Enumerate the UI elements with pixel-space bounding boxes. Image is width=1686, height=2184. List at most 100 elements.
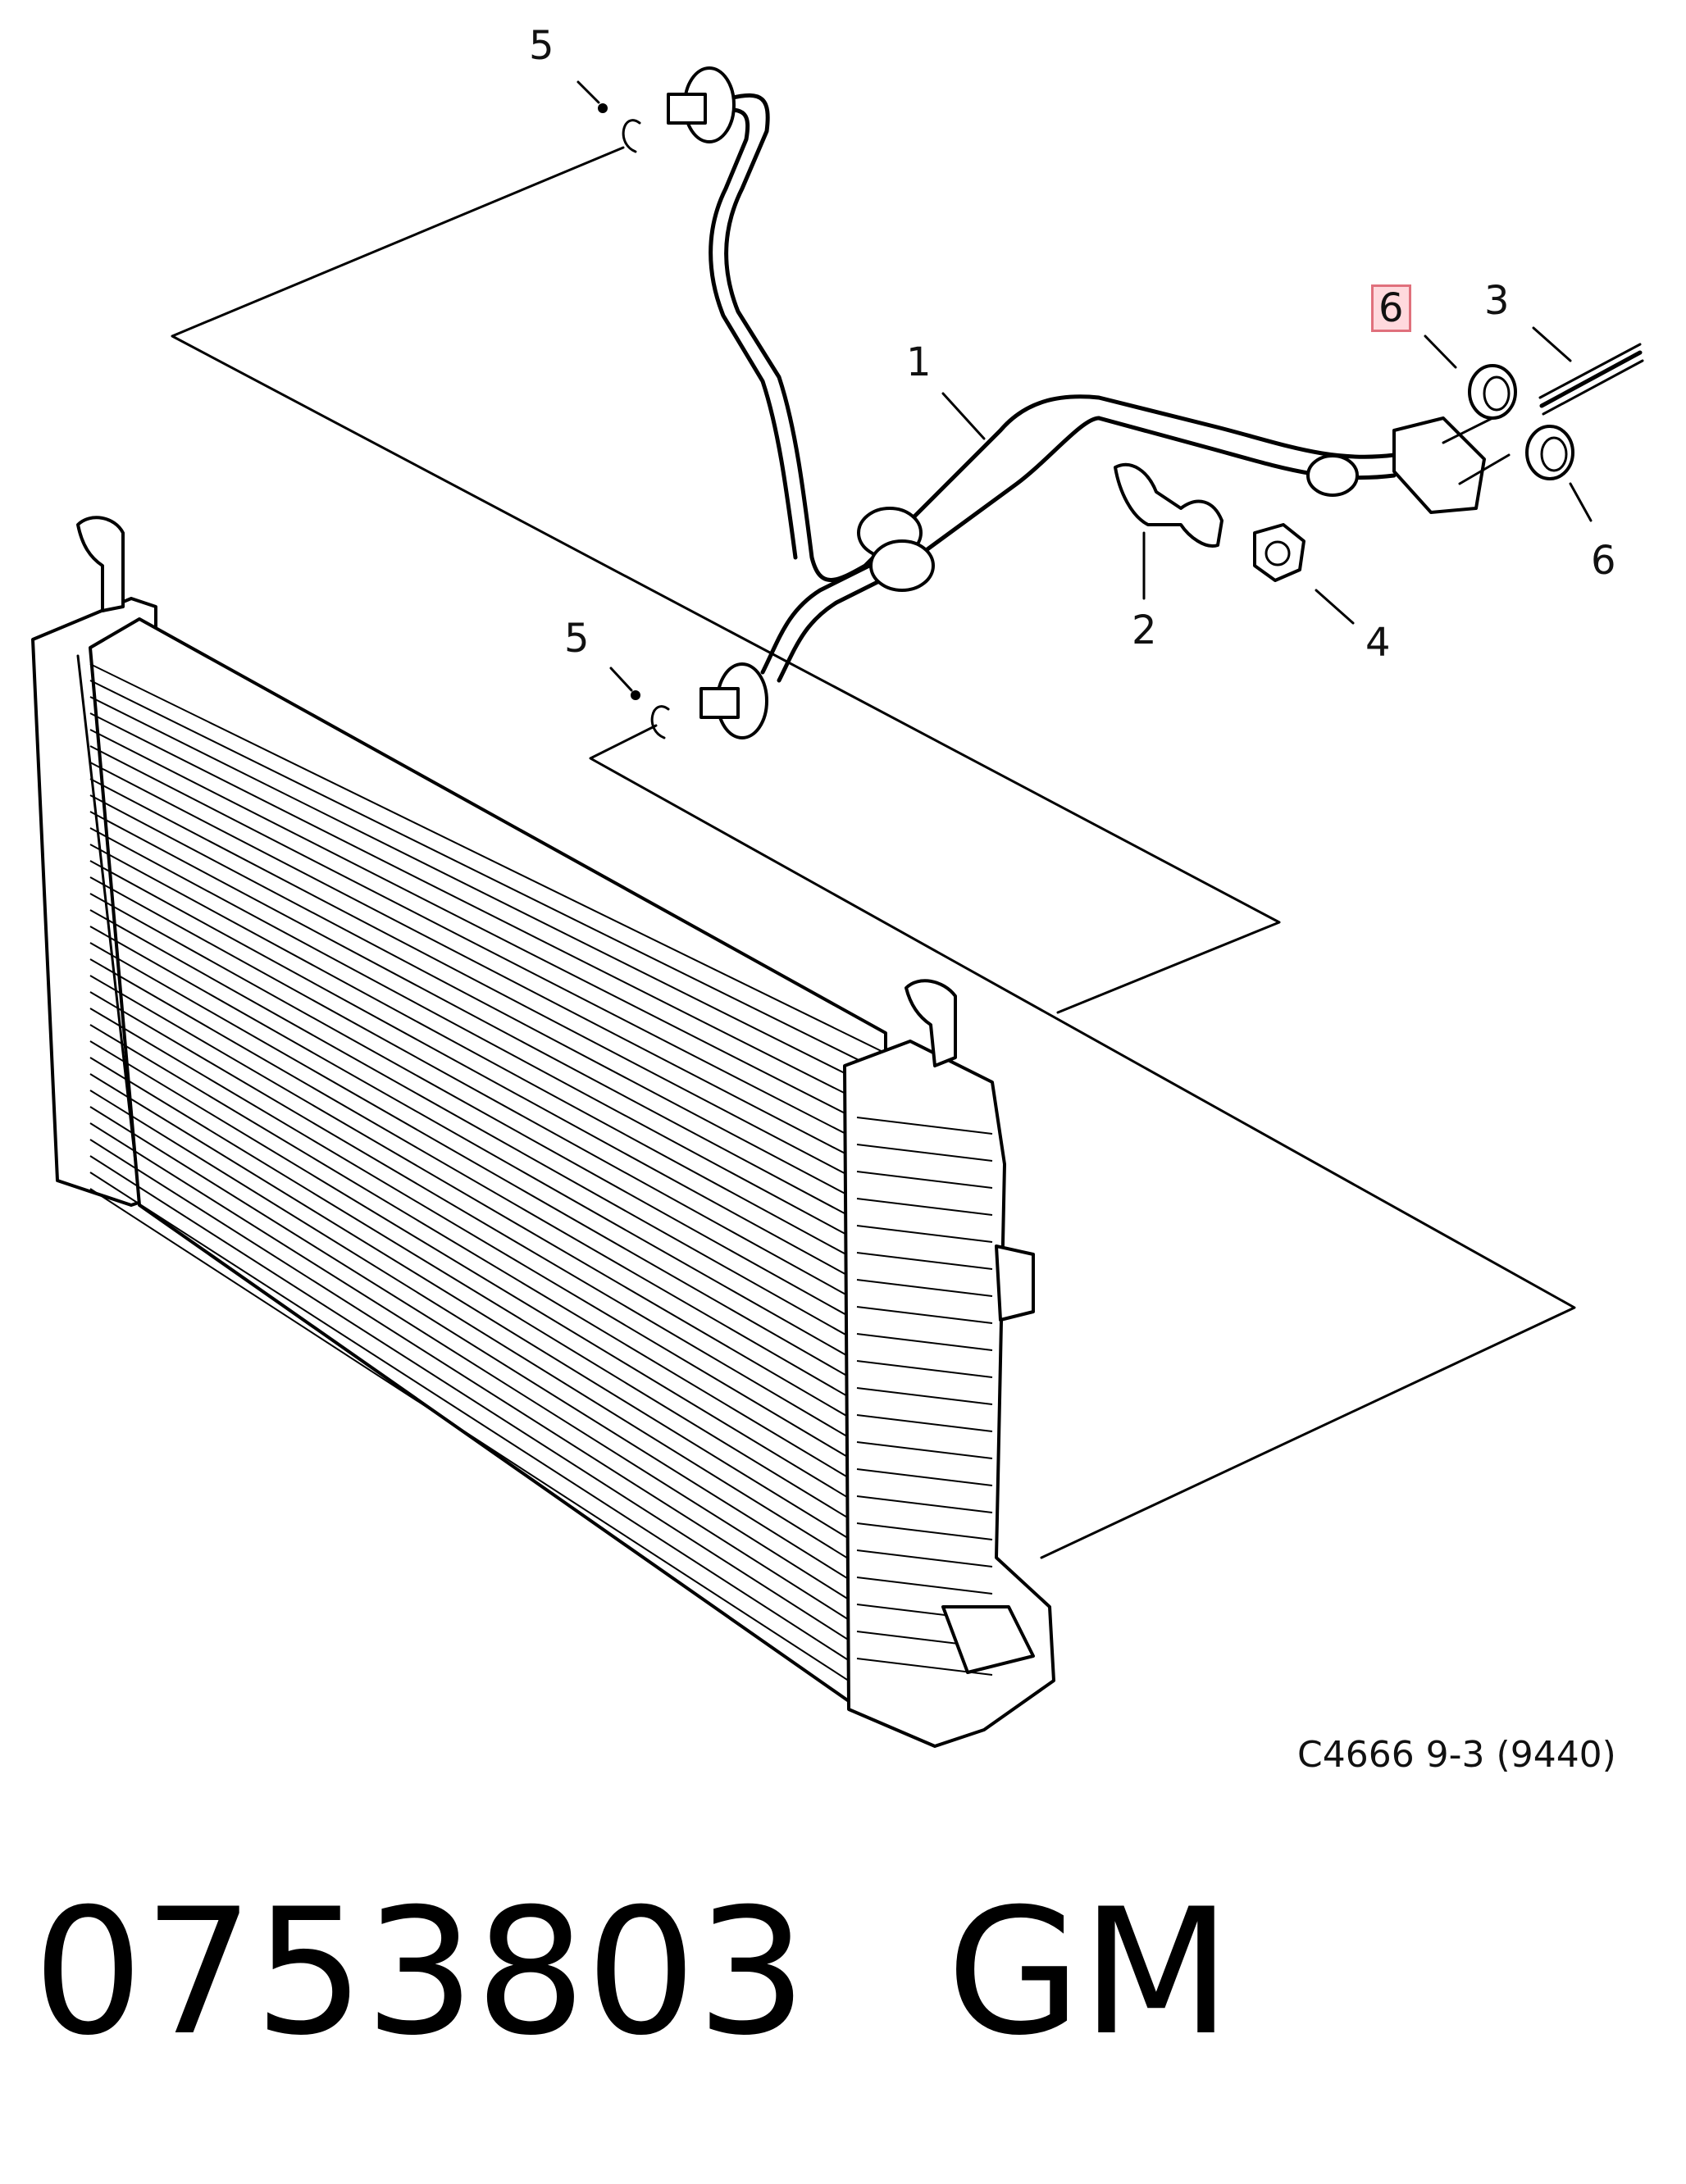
- callout-1: 1: [906, 339, 932, 385]
- tank-rib-line: [856, 1144, 993, 1162]
- nut-part-4: [1253, 523, 1306, 582]
- radiator-fin-line: [89, 876, 871, 1309]
- hose-upper-path-inner: [709, 107, 798, 560]
- tank-rib-line: [856, 1441, 993, 1459]
- stud-shaft: [1539, 350, 1643, 408]
- seal-upper-inner: [1483, 375, 1511, 412]
- callout-leaders: [576, 80, 1593, 692]
- stud-part-3: [1538, 343, 1644, 416]
- callout-6-highlighted: 6: [1371, 284, 1411, 332]
- radiator-core: [89, 617, 887, 1703]
- reference-lines: [171, 146, 1576, 1559]
- top-fitting: [598, 66, 736, 153]
- tank-rib-line: [856, 1468, 993, 1486]
- tank-rib-line: [856, 1252, 993, 1270]
- radiator-fin-line: [89, 1090, 857, 1565]
- radiator-fin-line: [89, 811, 876, 1231]
- tank-rib-line: [856, 1360, 993, 1378]
- right-filler-neck: [905, 979, 957, 1067]
- leader-5-mid: [609, 667, 633, 692]
- callout-4: 4: [1365, 620, 1391, 666]
- radiator-fin-line: [89, 696, 883, 1093]
- hose-upper-path-lower: [1096, 416, 1397, 480]
- bracket-part-2: [1114, 462, 1223, 548]
- radiator-fin-line: [89, 1008, 863, 1467]
- radiator-fin-line: [89, 1188, 850, 1682]
- flange-pin-top: [1442, 416, 1494, 444]
- left-filler-neck: [76, 516, 125, 612]
- radiator-fin-line: [89, 680, 884, 1073]
- right-tank-bracket: [995, 1244, 1035, 1322]
- radiator-fin-line: [89, 975, 865, 1427]
- hose-lower-path-inner: [760, 563, 872, 675]
- tank-rib-line: [856, 1306, 993, 1324]
- callout-5-mid: 5: [564, 616, 590, 662]
- flange-plate: [1392, 416, 1511, 514]
- leader-4: [1315, 589, 1355, 625]
- radiator-fin-line: [89, 745, 880, 1152]
- stud-thread-top: [1538, 343, 1642, 399]
- top-clip-dot: [598, 103, 608, 113]
- radiator-fin-line: [89, 844, 873, 1270]
- nut-hole: [1264, 540, 1291, 566]
- leader-6-right: [1569, 482, 1593, 522]
- diagram-reference-code: C4666 9-3 (9440): [1297, 1734, 1616, 1776]
- hose-coupling-lower: [869, 539, 935, 592]
- hose-lower-path: [777, 416, 1101, 683]
- radiator-fin-line: [89, 778, 877, 1191]
- radiator-fin-line: [89, 1139, 854, 1623]
- flange-pin-bottom: [1458, 453, 1511, 485]
- radiator-fin-line: [89, 1073, 859, 1545]
- mid-fitting-nipple: [699, 687, 740, 719]
- callout-6-right: 6: [1591, 538, 1616, 584]
- tank-rib-line: [856, 1117, 993, 1135]
- leader-1: [941, 392, 986, 440]
- ref-line-lower: [589, 724, 1576, 1559]
- mid-fitting: [631, 662, 768, 739]
- radiator-right-tank: [843, 1040, 1055, 1748]
- callout-3: 3: [1484, 278, 1510, 324]
- top-clip: [622, 119, 641, 153]
- radiator-fin-line: [89, 893, 870, 1329]
- brand-name: GM: [946, 1871, 1232, 2073]
- seal-ring-lower: [1525, 425, 1574, 480]
- radiator-fin-line: [89, 942, 867, 1388]
- callout-5-top: 5: [529, 23, 554, 69]
- drain-fitting: [941, 1605, 1035, 1674]
- tank-rib-line: [856, 1522, 993, 1540]
- callout-2: 2: [1132, 607, 1157, 653]
- radiator-fin-line: [89, 794, 877, 1211]
- nut-body: [1253, 523, 1306, 582]
- radiator-fin-line: [89, 1106, 856, 1585]
- radiator-fin-line: [89, 909, 869, 1349]
- radiator-fin-line: [89, 860, 873, 1290]
- radiator-fin-line: [89, 729, 881, 1132]
- tank-rib-line: [856, 1495, 993, 1513]
- mid-clip-dot: [631, 690, 640, 700]
- tank-rib-line: [856, 1387, 993, 1405]
- stud-thread-bottom: [1542, 359, 1644, 416]
- radiator-fin-line: [89, 926, 868, 1368]
- oil-cooler-hose: [709, 93, 1397, 683]
- top-fitting-nipple: [667, 93, 707, 125]
- seal-ring-upper: [1468, 364, 1517, 420]
- radiator-fin-line: [89, 827, 874, 1250]
- radiator-fins: [89, 663, 886, 1682]
- leader-5-top: [576, 80, 600, 104]
- tank-rib-line: [856, 1198, 993, 1216]
- tank-rib-line: [856, 1414, 993, 1432]
- bracket-shape: [1114, 462, 1223, 548]
- tank-rib-line: [856, 1279, 993, 1297]
- hose-coupling-right: [1306, 454, 1359, 497]
- seal-lower-inner: [1540, 436, 1568, 472]
- radiator-fin-line: [89, 1155, 853, 1643]
- tank-rib-line: [856, 1225, 993, 1243]
- radiator-fin-line: [89, 1040, 860, 1506]
- radiator-fin-line: [89, 1122, 855, 1604]
- radiator: [31, 516, 1055, 1748]
- tank-rib-line: [856, 1549, 993, 1567]
- radiator-fin-line: [89, 1024, 862, 1486]
